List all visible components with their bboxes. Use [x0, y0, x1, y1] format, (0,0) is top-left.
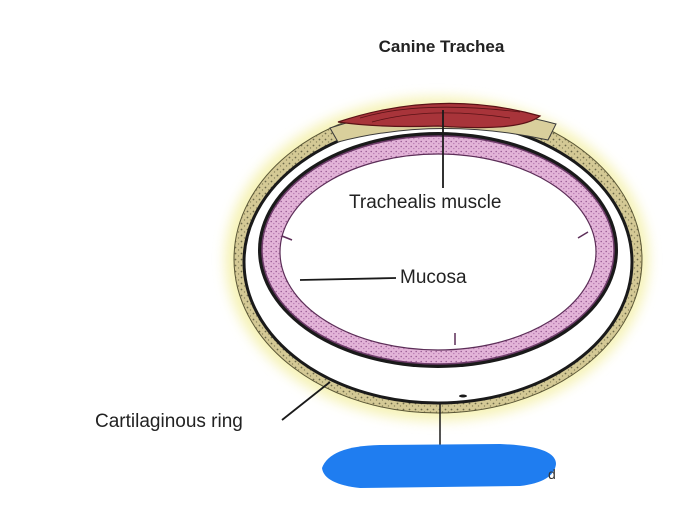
mucosa-leader-line — [299, 277, 397, 281]
muscle-fiber — [359, 106, 521, 119]
cartilage-leader-line — [281, 381, 331, 421]
diagram-title: Canine Trachea — [378, 37, 505, 56]
trachealis-muscle-label: Trachealis muscle — [349, 192, 502, 213]
mucosa-label: Mucosa — [400, 267, 467, 288]
lumen-fold — [281, 235, 293, 241]
cartilaginous-ring-label: Cartilaginous ring — [95, 411, 243, 432]
muscle-fiber — [371, 112, 511, 123]
obscured-label-fragment: d — [548, 466, 556, 482]
ring-mark — [459, 394, 467, 398]
redaction-blob — [322, 444, 556, 488]
tracheal-lumen — [279, 153, 597, 351]
trachealis-muscle-shape — [337, 102, 542, 129]
lumen-fold — [577, 231, 589, 239]
